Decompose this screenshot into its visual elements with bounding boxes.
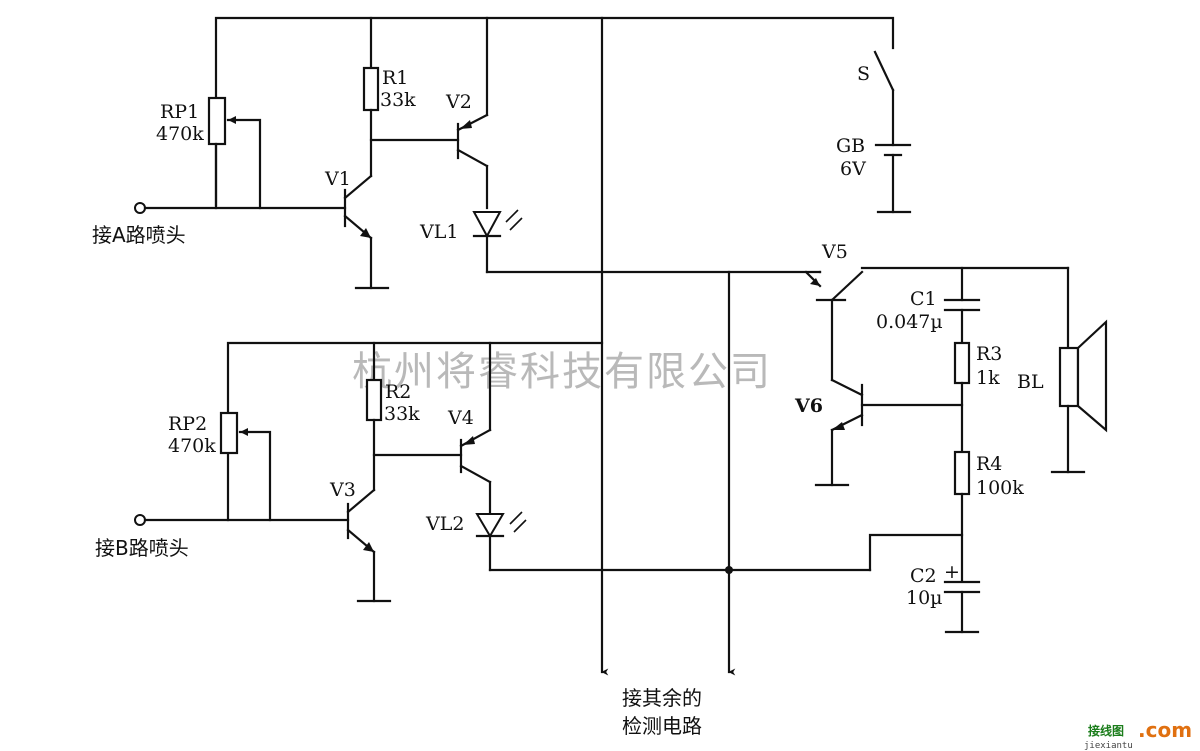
c2-polarity: + [944, 561, 960, 583]
gb-battery [874, 143, 912, 157]
c1-value: 0.047µ [876, 311, 943, 333]
v4-transistor [459, 341, 492, 514]
v6-transistor [814, 378, 964, 487]
input-b-label: 接B路喷头 [95, 536, 189, 560]
input-a-terminal [134, 202, 146, 214]
v5-label: V5 [821, 241, 848, 263]
r2-value: 33k [384, 403, 420, 425]
v5-transistor [804, 266, 1070, 382]
r4-resistor [953, 450, 971, 496]
v2-transistor [456, 113, 489, 210]
other-circuits-line1: 接其余的 [622, 686, 702, 710]
r2-label: R2 [385, 381, 411, 403]
c2-label: C2 [910, 565, 937, 587]
rp1-value: 470k [156, 123, 204, 145]
component-labels: RP1 470k R1 33k V1 V2 VL1 RP2 470k R2 33… [156, 63, 1044, 609]
c2-capacitor [943, 580, 981, 634]
r4-label: R4 [976, 453, 1002, 475]
logo-sub-text: jiexiantu [1084, 741, 1133, 751]
r4-value: 100k [976, 477, 1024, 499]
power-rail [214, 16, 895, 207]
r3-value: 1k [976, 367, 1000, 389]
v3-transistor [346, 488, 392, 603]
r1-value: 33k [380, 89, 416, 111]
rp2-potentiometer [219, 411, 239, 455]
s-label: S [857, 63, 870, 85]
v2-label: V2 [445, 91, 472, 113]
vl2-led [475, 511, 872, 572]
logo-cn-text: 接线图 [1088, 723, 1124, 738]
r1-resistor [362, 66, 380, 112]
r3-label: R3 [976, 343, 1002, 365]
terminal-labels: 接A路喷头 接B路喷头 接其余的 检测电路 [92, 223, 702, 738]
vl1-led [472, 209, 822, 274]
v6-label: V6 [794, 395, 823, 417]
input-a-label: 接A路喷头 [92, 223, 186, 247]
s-switch [873, 50, 895, 92]
r2-resistor [365, 378, 383, 422]
input-b-terminal [134, 514, 146, 526]
power-supply [873, 50, 912, 214]
c1-label: C1 [910, 288, 937, 310]
vl2-label: VL2 [425, 513, 464, 535]
logo-com-text: .com [1138, 718, 1192, 742]
gb-value: 6V [840, 158, 866, 180]
site-logo: 接线图 .com jiexiantu [1084, 718, 1192, 751]
other-circuits-line2: 检测电路 [622, 714, 702, 738]
c2-value: 10µ [906, 587, 943, 609]
rp2-value: 470k [168, 435, 216, 457]
rp2-label: RP2 [168, 413, 207, 435]
r3-resistor [953, 341, 971, 385]
v4-label: V4 [447, 407, 474, 429]
v1-label: V1 [324, 168, 351, 190]
r1-label: R1 [382, 67, 408, 89]
c1-capacitor [943, 266, 981, 345]
rp1-label: RP1 [160, 101, 199, 123]
channel-b [134, 341, 872, 603]
v1-transistor [343, 174, 390, 290]
vl1-label: VL1 [419, 221, 458, 243]
gb-label: GB [836, 135, 865, 157]
v3-label: V3 [329, 479, 356, 501]
watermark-text: 杭州将睿科技有限公司 [352, 349, 772, 395]
alarm-oscillator [804, 266, 1108, 634]
channel-a [134, 66, 822, 290]
main-bus [600, 16, 736, 676]
rp1-potentiometer [207, 96, 227, 146]
bl-label: BL [1017, 371, 1044, 393]
bl-speaker [1050, 266, 1108, 474]
